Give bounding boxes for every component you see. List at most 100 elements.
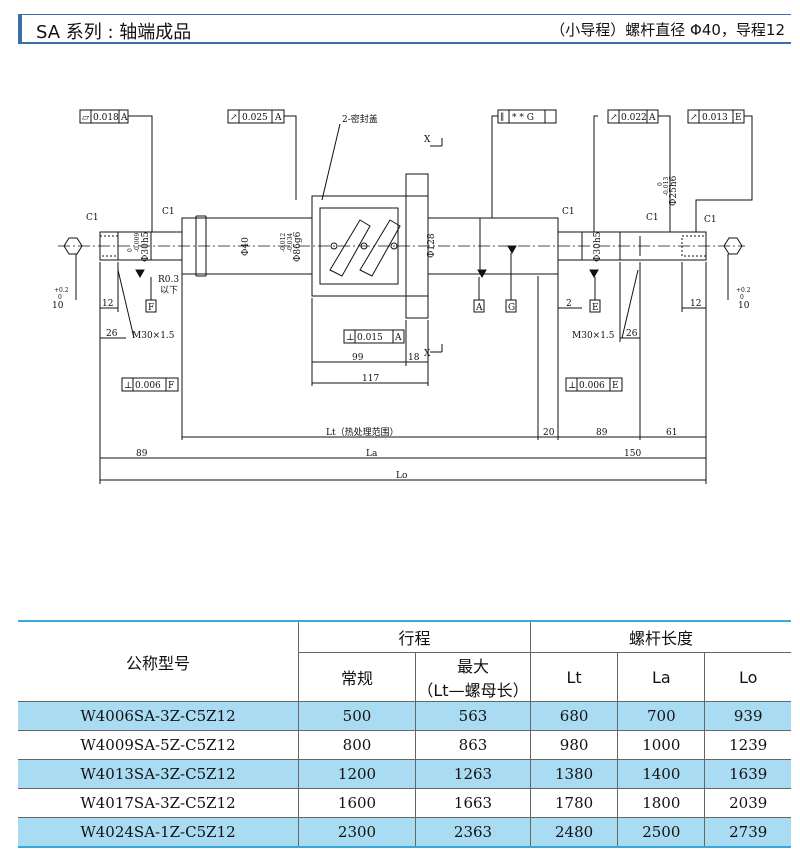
dim-lt: Lt（热处理范围） xyxy=(326,426,399,438)
cell-lo: 1639 xyxy=(704,759,791,789)
tol-datum: F xyxy=(168,381,174,391)
c1-label: C1 xyxy=(162,207,175,217)
cell-lt: 980 xyxy=(529,730,619,760)
dim-117: 117 xyxy=(362,374,379,384)
tol-datum: E xyxy=(735,113,742,123)
perpendicular-icon: ⊥ xyxy=(124,381,132,391)
c1-label: C1 xyxy=(562,207,575,217)
datum-f: F xyxy=(148,303,154,313)
cell-normal: 500 xyxy=(298,701,416,731)
tol-datum: A xyxy=(274,113,282,123)
dim-10-left-tol-bot: 0 xyxy=(58,294,62,301)
parallel-icon: ∥ xyxy=(500,112,504,123)
col-model-header: 公称型号 xyxy=(18,620,299,702)
cell-lt: 1380 xyxy=(529,759,619,789)
cell-la: 1400 xyxy=(617,759,706,789)
cell-normal: 1200 xyxy=(298,759,416,789)
tol-0025: 0.025 xyxy=(242,113,268,123)
nut-return-tubes xyxy=(329,219,401,277)
cell-max: 863 xyxy=(415,730,531,760)
cell-lt: 2480 xyxy=(529,817,619,848)
dim-10-left: 10 xyxy=(52,301,64,311)
col-lo: Lo xyxy=(704,652,791,702)
cell-lt: 1780 xyxy=(529,788,619,818)
page-header: SA 系列 : 轴端成品 （小导程）螺杆直径 Φ40，导程12 xyxy=(18,14,791,44)
d30-tol-bot: -0.009 xyxy=(134,233,141,252)
left-hex-end xyxy=(63,237,83,255)
dim-12-left: 12 xyxy=(102,299,113,309)
cell-lo: 1239 xyxy=(704,730,791,760)
tol-0013: 0.013 xyxy=(702,113,728,123)
dim-99: 99 xyxy=(352,353,364,363)
dim-150: 150 xyxy=(624,449,641,459)
d86g6: Φ86g6 xyxy=(293,231,303,262)
cell-model: W4024SA-1Z-C5Z12 xyxy=(18,817,299,848)
cell-lo: 939 xyxy=(704,701,791,731)
cell-lo: 2039 xyxy=(704,788,791,818)
runout-icon: ↗ xyxy=(690,113,698,123)
d30h5-left: Φ30h5 xyxy=(141,231,151,262)
perpendicular-icon: ⊥ xyxy=(568,381,576,391)
dim-89-left: 89 xyxy=(136,449,148,459)
seal-label: 2-密封盖 xyxy=(342,113,378,125)
dim-26-left: 26 xyxy=(106,329,118,339)
ball-screw-drawing: ⏥ 0.018 A ↗ 0.025 A ∥ * * G ↗ 0.022 A ↗ … xyxy=(52,109,753,484)
runout-icon: ↗ xyxy=(230,113,238,123)
dim-10-right: 10 xyxy=(738,301,750,311)
cell-model: W4017SA-3Z-C5Z12 xyxy=(18,788,299,818)
col-stroke-max-line1: 最大 xyxy=(456,657,489,676)
c1-label: C1 xyxy=(704,215,717,225)
dim-10-right-tol-top: +0.2 xyxy=(736,287,751,294)
section-x-top: X xyxy=(424,135,431,145)
tol-0015: 0.015 xyxy=(357,333,383,343)
cell-max: 2363 xyxy=(415,817,531,848)
m30-left: M30×1.5 xyxy=(132,331,175,341)
cell-lt: 680 xyxy=(529,701,619,731)
cell-normal: 800 xyxy=(298,730,416,760)
dim-10-left-tol-top: +0.2 xyxy=(54,287,69,294)
cell-max: 1263 xyxy=(415,759,531,789)
section-x-bottom: X xyxy=(424,349,431,359)
d25h6: Φ25h6 xyxy=(669,175,679,206)
cell-model: W4006SA-3Z-C5Z12 xyxy=(18,701,299,731)
cell-model: W4009SA-5Z-C5Z12 xyxy=(18,730,299,760)
cell-normal: 2300 xyxy=(298,817,416,848)
right-hex-end xyxy=(723,237,743,255)
table-row: W4013SA-3Z-C5Z12 1200 1263 1380 1400 163… xyxy=(18,759,791,789)
datum-a: A xyxy=(475,303,483,313)
flatness-icon: ⏥ xyxy=(82,113,89,123)
cell-model: W4013SA-3Z-C5Z12 xyxy=(18,759,299,789)
tol-datum: E xyxy=(612,381,619,391)
datum-g: G xyxy=(508,303,515,313)
r03-below-label: 以下 xyxy=(160,286,178,296)
dim-lo: Lo xyxy=(396,471,407,481)
table-row: W4009SA-5Z-C5Z12 800 863 980 1000 1239 xyxy=(18,730,791,760)
dim-20: 20 xyxy=(543,428,555,438)
tol-0006-f: 0.006 xyxy=(135,381,161,391)
col-stroke-header: 行程 xyxy=(298,620,531,653)
perpendicular-icon: ⊥ xyxy=(346,333,354,343)
d25-tol-top: 0 xyxy=(657,182,664,186)
col-stroke-max: 最大 （Lt—螺母长） xyxy=(415,652,531,702)
datum-e: E xyxy=(592,303,599,313)
col-stroke-normal: 常规 xyxy=(298,652,416,702)
tol-0022: 0.022 xyxy=(621,113,647,123)
col-stroke-max-line2: （Lt—螺母长） xyxy=(417,681,529,700)
cell-max: 1663 xyxy=(415,788,531,818)
table-row: W4006SA-3Z-C5Z12 500 563 680 700 939 xyxy=(18,701,791,731)
m30-right: M30×1.5 xyxy=(572,331,615,341)
col-la: La xyxy=(617,652,706,702)
cell-lo: 2739 xyxy=(704,817,791,848)
cell-la: 1000 xyxy=(617,730,706,760)
dim-12-right: 12 xyxy=(690,299,701,309)
d40: Φ40 xyxy=(241,237,251,256)
d25-tol-bot: -0.013 xyxy=(663,177,670,196)
series-title: SA 系列 : 轴端成品 xyxy=(36,22,192,43)
dim-61: 61 xyxy=(666,428,677,438)
runout-icon: ↗ xyxy=(610,113,618,123)
c1-label: C1 xyxy=(646,213,659,223)
cell-la: 1800 xyxy=(617,788,706,818)
c1-label: C1 xyxy=(86,213,99,223)
dim-18: 18 xyxy=(408,353,420,363)
specification-table: 公称型号 行程 螺杆长度 常规 最大 （Lt—螺母长） Lt La Lo W40… xyxy=(18,620,791,848)
